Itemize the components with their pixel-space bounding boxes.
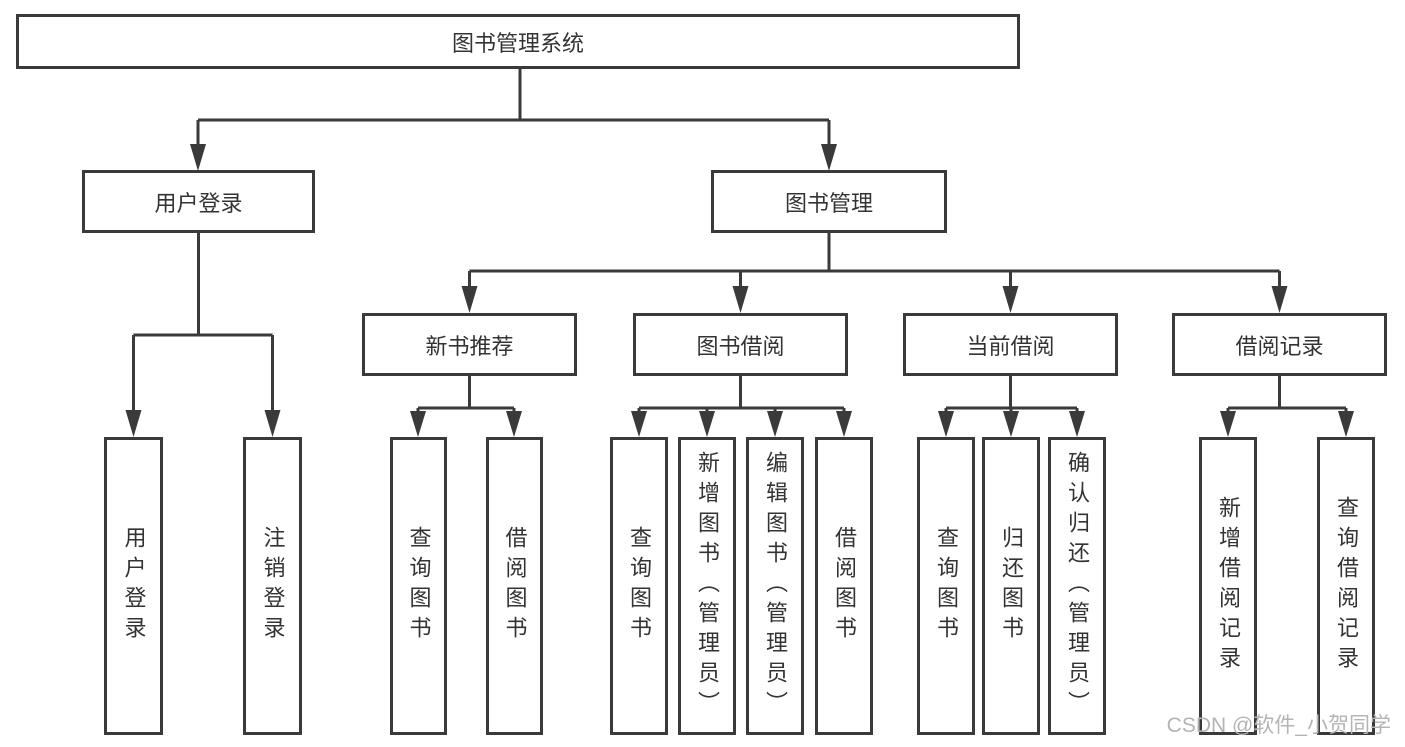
arrowhead	[1271, 286, 1288, 313]
leaf-query-books-3: 查询图书	[917, 437, 975, 735]
leaf-query-books-2: 查询图书	[610, 437, 668, 735]
leaf-label: 用户登录	[121, 526, 147, 646]
arrowhead	[836, 411, 852, 437]
arrowhead	[938, 411, 954, 437]
connector-book-mgmt-sections	[461, 233, 1288, 313]
node-user-login: 用户登录	[82, 170, 315, 233]
arrowhead	[732, 286, 749, 313]
arrowhead	[264, 410, 281, 437]
leaf-logout: 注销登录	[243, 437, 302, 735]
leaf-query-borrow-record: 查询借阅记录	[1317, 437, 1375, 735]
leaf-query-books-1: 查询图书	[390, 437, 447, 735]
arrowhead	[767, 411, 783, 437]
leaf-add-book-admin: 新增图书（管理员）	[678, 437, 736, 735]
leaf-user-login: 用户登录	[104, 437, 163, 735]
connector-user-login-children	[125, 233, 281, 437]
leaf-label: 确认归还（管理员）	[1065, 451, 1090, 721]
node-book-management: 图书管理	[711, 170, 947, 233]
arrowhead	[461, 286, 478, 313]
arrowhead	[1069, 411, 1085, 437]
node-new-book-recommend: 新书推荐	[362, 313, 577, 376]
leaf-label: 查询图书	[934, 526, 959, 646]
arrowhead	[506, 411, 522, 437]
leaf-label: 借阅图书	[502, 526, 528, 646]
leaf-label: 新增借阅记录	[1216, 496, 1241, 676]
arrowhead	[631, 411, 647, 437]
leaf-add-borrow-record: 新增借阅记录	[1199, 437, 1257, 735]
arrowhead	[699, 411, 715, 437]
connector-borrow-children	[631, 376, 852, 437]
node-label: 用户登录	[154, 190, 243, 216]
node-label: 当前借阅	[966, 333, 1055, 359]
arrowhead	[1002, 286, 1019, 313]
node-borrow-records: 借阅记录	[1172, 313, 1387, 376]
arrowhead	[190, 144, 206, 171]
leaf-return-book: 归还图书	[982, 437, 1040, 735]
root-box-library-system: 图书管理系统	[16, 14, 1020, 69]
leaf-label: 借阅图书	[832, 526, 857, 646]
arrowhead	[1338, 411, 1354, 437]
node-label: 新书推荐	[425, 333, 514, 359]
arrowhead	[821, 144, 837, 171]
connector-records-children	[1220, 376, 1354, 437]
arrowhead	[1220, 411, 1236, 437]
leaf-label: 编辑图书（管理员）	[763, 451, 788, 721]
node-book-borrow: 图书借阅	[633, 313, 848, 376]
leaf-label: 注销登录	[260, 526, 286, 646]
connector-new-books-children	[410, 376, 522, 437]
leaf-borrow-books-2: 借阅图书	[815, 437, 873, 735]
leaf-label: 新增图书（管理员）	[695, 451, 720, 721]
arrowhead	[125, 410, 142, 437]
leaf-edit-book-admin: 编辑图书（管理员）	[746, 437, 804, 735]
connector-current-children	[938, 376, 1085, 437]
leaf-borrow-books-1: 借阅图书	[486, 437, 543, 735]
connector-root-to-level2	[190, 68, 837, 171]
leaf-label: 查询借阅记录	[1334, 496, 1359, 676]
node-current-borrow: 当前借阅	[903, 313, 1118, 376]
leaf-label: 查询图书	[627, 526, 652, 646]
node-label: 图书借阅	[696, 333, 785, 359]
arrowhead	[1003, 411, 1019, 437]
leaf-label: 查询图书	[406, 526, 432, 646]
node-label: 借阅记录	[1235, 333, 1324, 359]
root-label: 图书管理系统	[451, 30, 584, 56]
leaf-label: 归还图书	[999, 526, 1024, 646]
node-label: 图书管理	[784, 190, 873, 216]
arrowhead	[410, 411, 426, 437]
leaf-confirm-return-admin: 确认归还（管理员）	[1048, 437, 1106, 735]
